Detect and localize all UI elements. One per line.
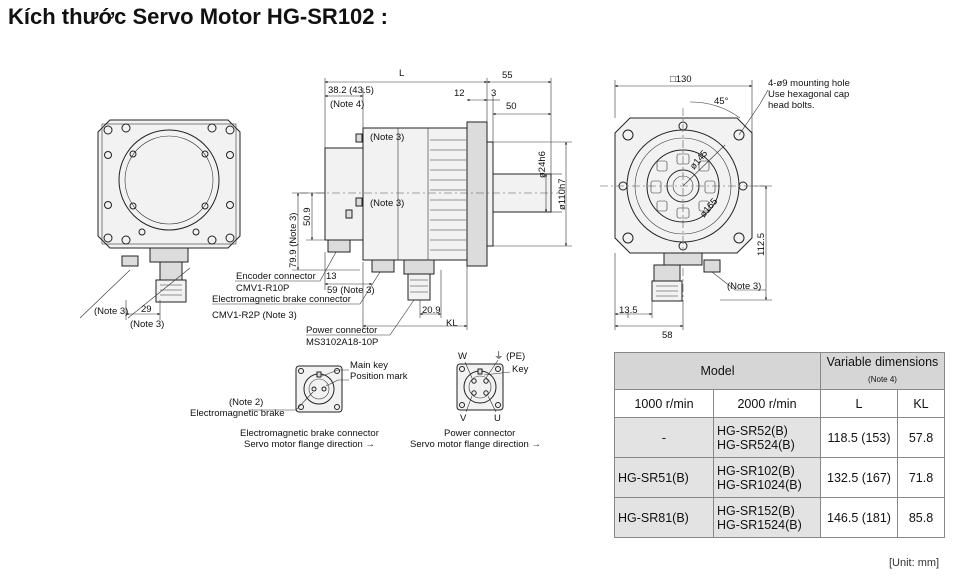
cell-1000rpm: HG-SR51(B) [614, 457, 714, 498]
cell-KL: 85.8 [897, 497, 945, 538]
label-em-brake-connector: Electromagnetic brake connector [240, 428, 379, 439]
dim-29: 29 [141, 304, 152, 315]
table-row: - HG-SR52(B) HG-SR524(B) 118.5 (153) 57.… [614, 417, 945, 458]
side-view [212, 78, 572, 336]
label-mounting-hole-2: Use hexagonal cap [768, 89, 849, 100]
label-pin-PE: ⏚ (PE) [494, 351, 525, 362]
page-title: Kích thước Servo Motor HG-SR102 : [8, 4, 388, 29]
var-dim-label: Variable dimensions [826, 355, 939, 369]
cell-2000rpm: HG-SR52(B) HG-SR524(B) [713, 417, 821, 458]
label-key: Key [512, 364, 529, 375]
label-main-key: Main key [350, 360, 388, 371]
label-power-connector: Power connector [306, 325, 377, 336]
label-flange-direction-1: Servo motor flange direction → [244, 439, 375, 450]
table-header-L: L [820, 389, 898, 418]
model-name: HG-SR1024(B) [717, 477, 802, 492]
cell-KL: 57.8 [897, 417, 945, 458]
label-encoder-connector: Encoder connector [236, 271, 316, 282]
label-brake-part: CMV1-R2P (Note 3) [212, 310, 297, 321]
cell-L: 146.5 (181) [820, 497, 898, 538]
table-row: HG-SR51(B) HG-SR102(B) HG-SR1024(B) 132.… [614, 457, 945, 498]
table-row: HG-SR81(B) HG-SR152(B) HG-SR1524(B) 146.… [614, 497, 945, 538]
dim-112-5: 112.5 [756, 233, 767, 256]
dim-50-9: 50.9 [302, 208, 313, 227]
table-header-model: Model [614, 352, 821, 390]
cell-1000rpm: - [614, 417, 714, 458]
dim-58: 58 [662, 330, 673, 341]
label-note3-b: (Note 3) [130, 319, 164, 330]
label-note3-c: (Note 3) [370, 132, 404, 143]
fin-lines [430, 139, 466, 251]
front-view [600, 80, 772, 330]
cell-KL: 71.8 [897, 457, 945, 498]
dim-square-130: □130 [670, 74, 692, 85]
var-dim-note: (Note 4) [868, 375, 897, 384]
label-brake-connector: Electromagnetic brake connector [212, 294, 351, 305]
dim-KL: KL [446, 318, 458, 329]
dim-phi24: ø24h6 [537, 151, 548, 178]
dim-3: 3 [491, 88, 496, 99]
rear-bolt-holes [103, 123, 235, 245]
cell-2000rpm: HG-SR102(B) HG-SR1024(B) [713, 457, 821, 498]
cell-L: 132.5 (167) [820, 457, 898, 498]
dim-59: 59 (Note 3) [327, 285, 375, 296]
dim-13-5: 13.5 [619, 305, 638, 316]
model-name: HG-SR152(B) [717, 503, 795, 518]
label-mounting-hole-1: 4-ø9 mounting hole [768, 78, 850, 89]
label-pin-U: U [494, 413, 501, 424]
dim-50: 50 [506, 101, 517, 112]
label-note4: (Note 4) [330, 99, 364, 110]
label-electromagnetic-brake: Electromagnetic brake [190, 408, 285, 419]
dim-79: 79.9 (Note 3) [288, 213, 299, 268]
variable-dimensions-table: Model Variable dimensions (Note 4) 1000 … [614, 352, 945, 538]
label-mounting-hole-3: head bolts. [768, 100, 814, 111]
table-header-2000rpm: 2000 r/min [713, 389, 821, 418]
label-pin-V: V [460, 413, 467, 424]
table-header-1000rpm: 1000 r/min [614, 389, 714, 418]
dim-L: L [399, 68, 404, 79]
model-name: HG-SR1524(B) [717, 517, 802, 532]
dim-55: 55 [502, 70, 513, 81]
model-name: HG-SR52(B) [717, 423, 788, 438]
dim-phi110: ø110h7 [557, 178, 568, 210]
table-header-KL: KL [897, 389, 945, 418]
model-name: HG-SR524(B) [717, 437, 795, 452]
dim-38: 38.2 (43.5) [328, 85, 374, 96]
label-power-connector-2: Power connector [444, 428, 515, 439]
brake-connector-detail [248, 365, 349, 413]
rear-view [79, 119, 241, 320]
label-power-part: MS3102A18-10P [306, 337, 378, 348]
label-note3-d: (Note 3) [370, 198, 404, 209]
cell-1000rpm: HG-SR81(B) [614, 497, 714, 538]
label-note3-a: (Note 3) [94, 306, 128, 317]
cell-L: 118.5 (153) [820, 417, 898, 458]
table-header-variable-dimensions: Variable dimensions (Note 4) [820, 352, 945, 390]
label-position-mark: Position mark [350, 371, 408, 382]
label-flange-direction-2: Servo motor flange direction → [410, 439, 541, 450]
power-connector-detail [456, 359, 511, 413]
dim-13: 13 [326, 271, 337, 282]
label-note2: (Note 2) [229, 397, 263, 408]
dim-angle-45: 45° [714, 96, 729, 107]
label-pin-W: W [458, 351, 467, 362]
unit-label: [Unit: mm] [889, 557, 940, 569]
label-note3-e: (Note 3) [727, 281, 761, 292]
model-name: HG-SR102(B) [717, 463, 795, 478]
label-encoder-part: CMV1-R10P [236, 283, 289, 294]
dim-20-9: 20.9 [422, 305, 441, 316]
cell-2000rpm: HG-SR152(B) HG-SR1524(B) [713, 497, 821, 538]
dim-12: 12 [454, 88, 465, 99]
